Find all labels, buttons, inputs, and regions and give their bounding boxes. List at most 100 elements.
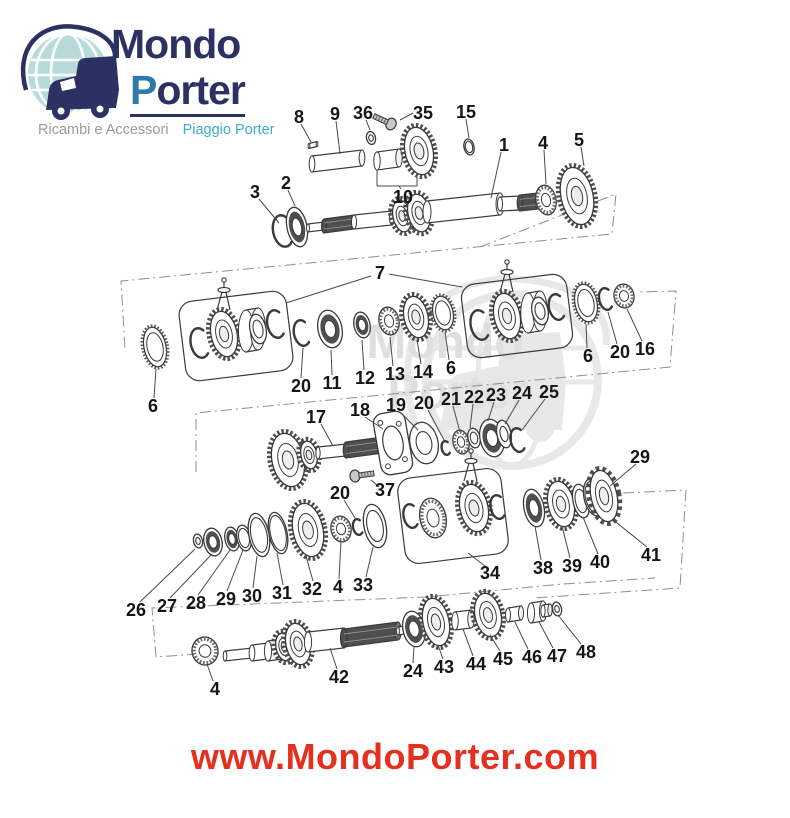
callout-leader-line: [370, 479, 380, 488]
gear-part: [585, 465, 623, 527]
ring-part: [531, 296, 549, 326]
part-callout-37: 37: [375, 480, 395, 500]
part-callout-13: 13: [385, 364, 405, 384]
callout-leader-line: [427, 409, 445, 441]
group-box: [397, 467, 509, 565]
part-callout-12: 12: [355, 368, 375, 388]
part-callout-24: 24: [512, 383, 532, 403]
part-callout-14: 14: [413, 362, 433, 382]
gear-part: [399, 291, 433, 343]
shaft-section-part: [422, 192, 505, 224]
part-callout-2: 2: [281, 173, 291, 193]
part-callout-32: 32: [302, 579, 322, 599]
callout-leader-line: [330, 349, 333, 376]
synchro-ring-part: [429, 293, 457, 333]
part-callout-25: 25: [539, 382, 559, 402]
part-callout-43: 43: [434, 657, 454, 677]
callout-leader-line: [469, 403, 474, 429]
logo-tagline: Ricambi e Accessori Piaggio Porter: [38, 122, 274, 138]
part-callout-33: 33: [353, 575, 373, 595]
circlip-part: [489, 493, 506, 521]
needle-bearing-part: [378, 306, 400, 336]
callout-leader-line: [338, 540, 342, 580]
callout-leader-line: [487, 401, 495, 422]
part-callout-4: 4: [333, 577, 343, 597]
part-callout-22: 22: [464, 387, 484, 407]
retainer-plate-part: [372, 410, 414, 476]
part-callout-46: 46: [522, 647, 542, 667]
part-callout-10: 10: [393, 187, 413, 207]
callout-leader-line: [206, 663, 214, 682]
gear-part: [542, 476, 580, 532]
part-callout-36: 36: [353, 103, 373, 123]
logo-word-porter: Porter: [130, 70, 246, 117]
part-callout-17: 17: [306, 407, 326, 427]
callout-leader-line: [582, 516, 599, 555]
part-callout-35: 35: [413, 103, 433, 123]
needle-bearing-part: [330, 515, 352, 543]
gear-part: [266, 428, 310, 492]
ring-part: [463, 138, 475, 156]
callout-leader-line: [399, 411, 419, 431]
part-callout-6: 6: [446, 358, 456, 378]
callout-leader-line: [490, 151, 502, 199]
callout-leader-line: [287, 189, 296, 207]
bearing-part: [224, 526, 240, 552]
part-callout-20: 20: [291, 376, 311, 396]
shaft-section-part: [451, 609, 475, 631]
callout-leader-line: [452, 405, 461, 433]
circlip-part: [547, 292, 566, 322]
part-callout-30: 30: [242, 586, 262, 606]
needle-bearing-part: [535, 184, 557, 216]
part-callout-20: 20: [610, 342, 630, 362]
callout-leader-line: [585, 323, 588, 349]
part-callout-45: 45: [493, 649, 513, 669]
callout-leader-line: [580, 146, 585, 167]
callout-leader-line: [364, 416, 384, 430]
logo-globe-truck-icon: [20, 24, 119, 120]
part-callout-7: 7: [375, 263, 385, 283]
callout-leader-line: [398, 185, 402, 190]
callout-leader-line: [226, 549, 244, 592]
circlip-part: [189, 327, 210, 360]
bolt-part: [372, 113, 397, 131]
part-callout-27: 27: [157, 596, 177, 616]
callout-leader-line: [611, 518, 648, 548]
callout-leader-line: [139, 548, 196, 603]
part-callout-4: 4: [210, 679, 220, 699]
callout-leader-line: [561, 525, 571, 559]
gear-part: [555, 162, 599, 230]
callout-leader-line: [329, 647, 338, 670]
callout-leader-line: [285, 275, 372, 304]
part-callout-11: 11: [322, 373, 341, 393]
synchro-key-part: [499, 259, 514, 293]
needle-bearing-part: [191, 636, 219, 666]
callout-leader-line: [543, 149, 547, 185]
callout-leader-line: [504, 399, 520, 425]
circlip-part: [351, 517, 364, 537]
part-callout-26: 26: [126, 600, 146, 620]
mondo-porter-logo: Mondo Porter Ricambi e Accessori Piaggio…: [18, 14, 288, 144]
gear-part: [287, 498, 329, 562]
group-box: [460, 273, 574, 359]
phantom-boundary: [151, 577, 656, 658]
shaft-section-part: [373, 148, 403, 171]
ring-part: [248, 313, 268, 345]
bearing-part: [522, 488, 546, 528]
logo-tagline-ricambi: Ricambi e Accessori: [38, 122, 169, 138]
ring-part: [362, 503, 388, 549]
callout-leader-line: [514, 621, 529, 650]
gear-part: [417, 593, 455, 651]
part-callout-47: 47: [547, 646, 567, 666]
gear-part: [470, 588, 506, 642]
part-callout-34: 34: [480, 563, 500, 583]
callout-leader-line: [197, 549, 231, 596]
callout-leader-line: [444, 331, 450, 361]
shaft-section-part: [350, 210, 396, 230]
circlip-part: [597, 286, 614, 312]
part-callout-21: 21: [441, 389, 461, 409]
part-callout-39: 39: [562, 556, 582, 576]
group-box: [178, 290, 294, 382]
part-callout-19: 19: [386, 395, 406, 415]
callout-leader-line: [335, 120, 341, 155]
